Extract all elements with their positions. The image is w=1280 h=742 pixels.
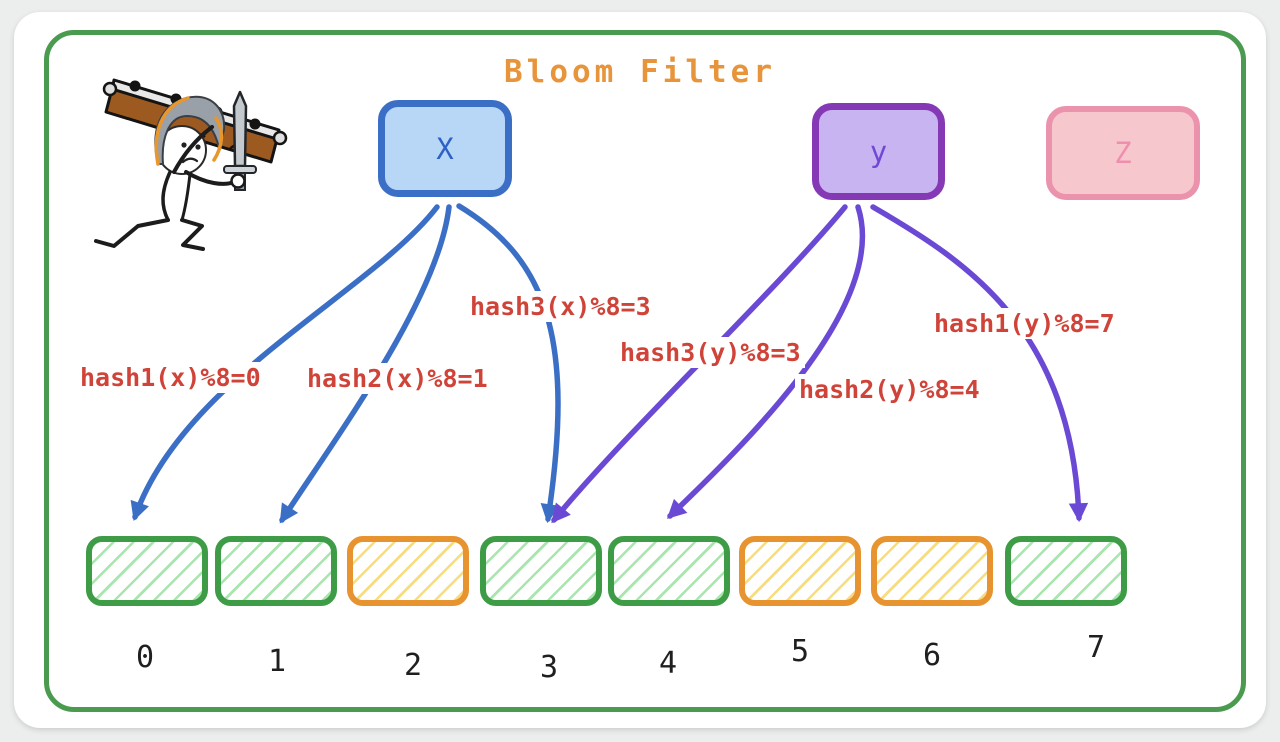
diagram-frame — [44, 30, 1246, 712]
bit-cell-2 — [347, 536, 469, 606]
hash-label-hash2y: hash2(y)%8=4 — [795, 374, 984, 405]
knight-figure — [94, 90, 257, 251]
bit-index-3: 3 — [539, 650, 559, 685]
hash-label-hash2x: hash2(x)%8=1 — [303, 363, 492, 394]
bit-index-2: 2 — [403, 648, 423, 683]
hash-label-hash3y: hash3(y)%8=3 — [616, 337, 805, 368]
page-title: Bloom Filter — [504, 54, 776, 90]
bit-index-5: 5 — [790, 634, 810, 669]
item-label-z: Z — [1114, 136, 1132, 170]
bit-index-6: 6 — [922, 638, 942, 673]
item-box-y: y — [812, 103, 945, 200]
bit-cell-5 — [739, 536, 861, 606]
bit-cell-3 — [480, 536, 602, 606]
hash-label-hash3x: hash3(x)%8=3 — [466, 291, 655, 322]
bit-cell-1 — [215, 536, 337, 606]
hash-label-hash1x: hash1(x)%8=0 — [76, 362, 265, 393]
bit-cell-6 — [871, 536, 993, 606]
bit-index-0: 0 — [135, 640, 155, 675]
item-label-y: y — [869, 134, 888, 169]
diagram-card: Bloom Filter — [14, 12, 1266, 728]
hash-label-hash1y: hash1(y)%8=7 — [930, 308, 1119, 339]
bit-index-4: 4 — [658, 646, 678, 681]
item-label-x: X — [436, 131, 454, 166]
bit-index-1: 1 — [267, 644, 287, 679]
bit-index-7: 7 — [1086, 630, 1106, 665]
bit-cell-0 — [86, 536, 208, 606]
bit-cell-7 — [1005, 536, 1127, 606]
item-box-x: X — [378, 100, 512, 197]
knight-illustration — [94, 78, 288, 251]
item-box-z: Z — [1046, 106, 1200, 200]
bit-cell-4 — [608, 536, 730, 606]
